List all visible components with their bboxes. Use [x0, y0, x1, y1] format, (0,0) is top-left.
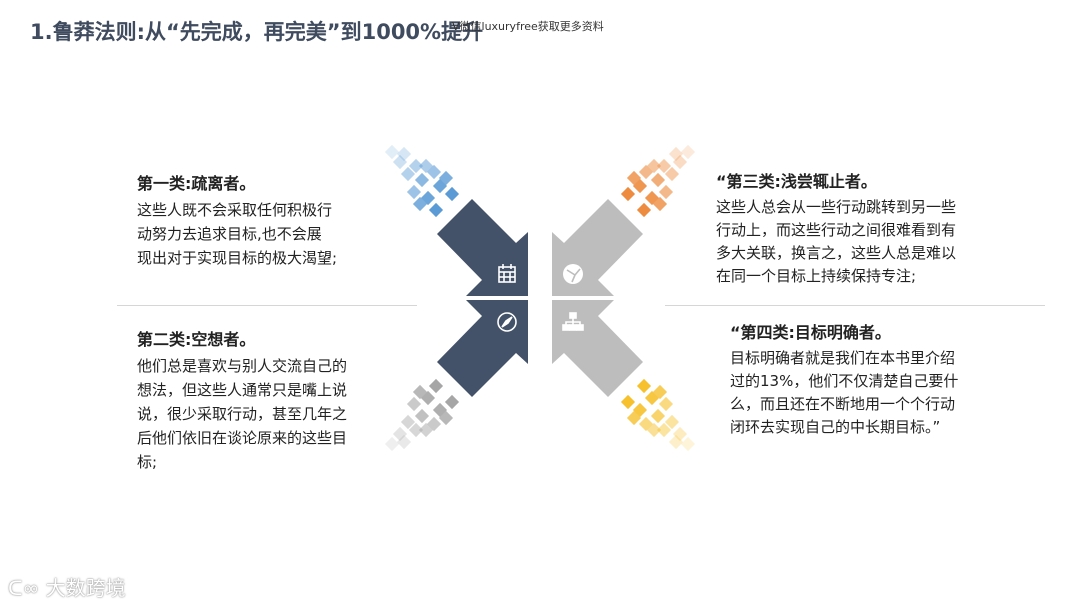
category-2-block: 第二类:空想者。 他们总是喜欢与别人交流自己的 想法，但这些人通常只是嘴上说 说… — [137, 328, 347, 474]
decorative-square — [650, 408, 666, 424]
decorative-square — [656, 422, 672, 438]
decorative-square — [650, 172, 666, 188]
decorative-square — [392, 154, 408, 170]
decorative-square — [626, 410, 642, 426]
arm-top-right — [552, 199, 643, 296]
text-line: 说，很少采取行动，甚至几年之 — [137, 405, 348, 423]
decorative-square — [656, 158, 672, 174]
decorative-square — [664, 414, 680, 430]
text-line: 行动上，而这些行动之间很难看到有 — [716, 221, 957, 239]
decorative-square — [652, 384, 668, 400]
text-line: 这些人总会从一些行动跳转到另一些 — [716, 198, 957, 216]
decorative-square — [680, 436, 696, 452]
decorative-square — [620, 394, 636, 410]
decorative-square — [658, 396, 674, 412]
decorative-squares — [384, 144, 696, 452]
decorative-square — [428, 378, 444, 394]
decorative-square — [620, 186, 636, 202]
text-line: 动努力去追求目标,也不会展 — [137, 225, 322, 243]
decorative-square — [412, 384, 428, 400]
text-line: 他们总是喜欢与别人交流自己的 — [137, 357, 348, 375]
decorative-square — [392, 426, 408, 442]
globe-icon — [563, 264, 583, 284]
text-line: 闭环去实现自己的中长期目标。” — [730, 418, 941, 436]
divider-right — [665, 305, 1045, 306]
decorative-square — [418, 158, 434, 174]
decorative-square — [646, 422, 662, 438]
decorative-square — [668, 146, 684, 162]
decorative-square — [414, 172, 430, 188]
decorative-square — [400, 414, 416, 430]
brand-logo: ᑕ∞ 大数跨境 — [8, 572, 126, 601]
decorative-square — [626, 170, 642, 186]
decorative-square — [396, 434, 412, 450]
decorative-square — [384, 436, 400, 452]
category-4-heading: “第四类:目标明确者。 — [730, 323, 891, 342]
decorative-square — [646, 158, 662, 174]
category-1-heading: 第一类:疏离者。 — [137, 174, 256, 193]
arm-bottom-left — [437, 300, 528, 397]
decorative-square — [636, 378, 652, 394]
arm-bottom-right — [552, 300, 643, 397]
category-2-heading: 第二类:空想者。 — [137, 330, 256, 349]
decorative-square — [406, 396, 422, 412]
decorative-square — [444, 394, 460, 410]
decorative-square — [668, 434, 684, 450]
decorative-square — [408, 158, 424, 174]
decorative-square — [680, 144, 696, 160]
decorative-square — [412, 196, 428, 212]
text-line: 么，而且还在不断地用一个个行动 — [730, 395, 956, 413]
category-3-heading: “第三类:浅尝辄止者。 — [716, 172, 877, 191]
decorative-square — [396, 146, 412, 162]
text-line: 在同一个目标上持续保持专注; — [716, 267, 917, 285]
logo-mark-icon: ᑕ∞ — [8, 576, 46, 600]
text-line: 现出对于实现目标的极大渴望; — [137, 249, 338, 267]
decorative-square — [652, 196, 668, 212]
decorative-square — [438, 410, 454, 426]
decorative-square — [408, 422, 424, 438]
calendar-icon — [498, 264, 516, 283]
org-chart-icon — [562, 312, 584, 331]
logo-text: 大数跨境 — [45, 576, 126, 600]
decorative-square — [672, 426, 688, 442]
text-line: 想法，但这些人通常只是嘴上说 — [137, 381, 348, 399]
decorative-square — [658, 184, 674, 200]
category-4-block: “第四类:目标明确者。 目标明确者就是我们在本书里介绍 过的13%，他们不仅清楚… — [730, 321, 958, 439]
text-line: 标; — [137, 453, 158, 471]
watermark-text: V微信luxuryfree获取更多资料 — [452, 20, 604, 33]
text-line: 目标明确者就是我们在本书里介绍 — [730, 349, 956, 367]
decorative-square — [428, 202, 444, 218]
decorative-square — [418, 422, 434, 438]
decorative-square — [672, 154, 688, 170]
decorative-square — [664, 166, 680, 182]
category-1-block: 第一类:疏离者。 这些人既不会采取任何积极行 动努力去追求目标,也不会展 现出对… — [137, 172, 337, 270]
decorative-square — [384, 144, 400, 160]
text-line: 过的13%，他们不仅清楚自己要什 — [730, 372, 959, 390]
category-3-block: “第三类:浅尝辄止者。 这些人总会从一些行动跳转到另一些 行动上，而这些行动之间… — [716, 170, 956, 288]
divider-left — [117, 305, 417, 306]
decorative-square — [400, 166, 416, 182]
compass-icon — [497, 312, 517, 332]
text-line: 后他们依旧在谈论原来的这些目 — [137, 429, 348, 447]
decorative-square — [438, 170, 454, 186]
text-line: 这些人既不会采取任何积极行 — [137, 201, 333, 219]
text-line: 多大关联，换言之，这些人总是难以 — [716, 244, 957, 262]
decorative-square — [444, 186, 460, 202]
decorative-square — [636, 202, 652, 218]
page-title: 1.鲁莽法则:从“先完成，再完美”到1000%提升 — [30, 20, 484, 44]
decorative-square — [406, 184, 422, 200]
decorative-square — [414, 408, 430, 424]
